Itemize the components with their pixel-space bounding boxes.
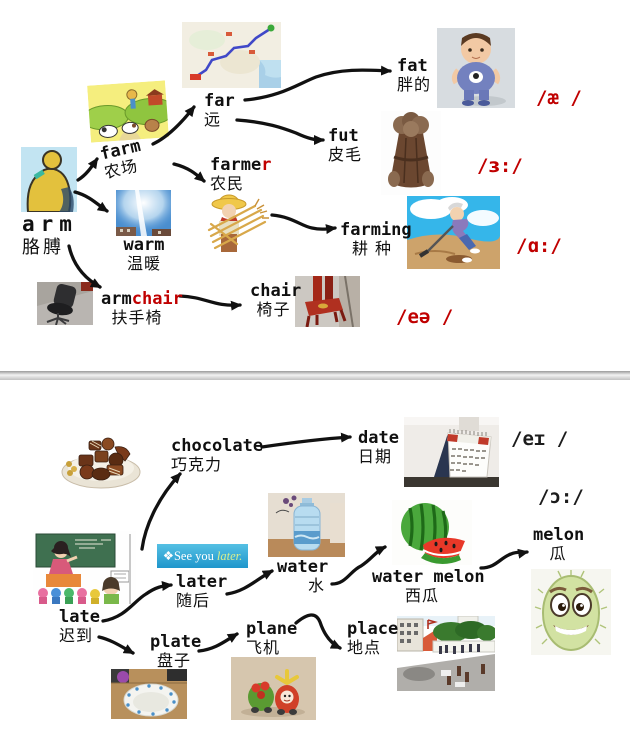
word-farming-zh: 耕 种 — [351, 239, 393, 259]
farming-photo — [407, 196, 500, 269]
phonetic-ar: /ɑ:/ — [516, 235, 562, 257]
section-divider — [0, 371, 630, 380]
farmer-photo — [203, 192, 269, 254]
word-farmer: farmer 农民 — [210, 155, 271, 194]
calendar-photo — [404, 417, 499, 487]
word-chair: chair 椅子 — [250, 281, 302, 320]
farm-photo — [87, 80, 169, 143]
word-armchair-en: armchair — [101, 289, 183, 309]
word-armchair: armchair 扶手椅 — [101, 289, 183, 328]
word-warm-zh: 温暖 — [126, 254, 161, 274]
warm-sky-photo — [116, 190, 171, 236]
word-farming: farming 耕 种 — [340, 220, 412, 259]
word-farmer-en-main: farme — [210, 155, 262, 175]
word-armchair-en-accent: chair — [131, 289, 183, 309]
word-water-en: water — [277, 557, 329, 577]
word-far: far 远 — [204, 91, 235, 130]
office-chair-photo — [37, 282, 93, 325]
word-late: late 迟到 — [59, 607, 100, 646]
word-place-en: place — [347, 619, 399, 639]
word-farm: farm 农场 — [98, 136, 147, 183]
plate-photo — [111, 669, 187, 719]
word-arm-zh: 胳膊 — [22, 236, 64, 258]
banner-text-later: later. — [216, 548, 243, 563]
word-place-zh: 地点 — [347, 638, 382, 658]
water-bottle-photo — [268, 493, 345, 557]
word-fat: fat 胖的 — [397, 56, 431, 95]
red-chair-photo — [295, 276, 360, 327]
word-far-zh: 远 — [204, 110, 222, 130]
word-farmer-zh: 农民 — [210, 174, 245, 194]
word-plate-en: plate — [150, 632, 202, 652]
watermelon-photo — [392, 500, 472, 565]
word-armchair-zh: 扶手椅 — [111, 308, 163, 328]
word-arm-en: arm — [22, 212, 78, 236]
word-chocolate: chocolate 巧克力 — [171, 436, 263, 475]
phonetic-oo: /ɔ:/ — [538, 486, 584, 508]
word-fut-en: fut — [328, 126, 359, 146]
banner-text: ❖See you — [162, 549, 214, 563]
word-water-zh: 水 — [307, 576, 325, 596]
word-date-zh: 日期 — [358, 447, 393, 467]
word-farmer-en-accent: r — [261, 155, 272, 175]
word-chair-en: chair — [250, 281, 302, 301]
word-watermelon: water melon 西瓜 — [372, 567, 485, 606]
word-melon-en: melon — [533, 525, 585, 545]
map-photo — [182, 22, 281, 88]
word-watermelon-en: water melon — [372, 567, 485, 587]
fur-coat-photo — [381, 111, 441, 195]
word-watermelon-zh: 西瓜 — [404, 586, 439, 606]
word-plane: plane 飞机 — [246, 619, 297, 658]
word-melon: melon 瓜 — [533, 525, 585, 564]
word-fut: fut 皮毛 — [328, 126, 362, 165]
word-plane-en: plane — [246, 619, 298, 639]
word-far-en: far — [204, 91, 235, 111]
word-fat-en: fat — [397, 56, 428, 76]
word-date-en: date — [358, 428, 399, 448]
toy-plane-photo — [231, 657, 316, 720]
word-farming-en: farming — [340, 220, 412, 240]
word-later-en: later — [176, 572, 228, 592]
word-fut-zh: 皮毛 — [328, 145, 363, 165]
word-date: date 日期 — [358, 428, 399, 467]
word-melon-zh: 瓜 — [549, 544, 567, 564]
word-chocolate-en: chocolate — [171, 436, 264, 456]
word-later: later 随后 — [176, 572, 227, 611]
chocolate-photo — [59, 432, 142, 492]
word-plate: plate 盘子 — [150, 632, 202, 671]
phonetic-ei: /eɪ / — [511, 428, 569, 450]
phonetic-ae: /æ / — [536, 87, 582, 109]
street-scene-photo — [397, 616, 495, 691]
word-plane-zh: 飞机 — [246, 638, 281, 658]
word-arm: arm 胳膊 — [22, 212, 78, 258]
word-armchair-en-main: arm — [101, 289, 132, 309]
word-warm: warm 温暖 — [118, 235, 170, 274]
word-later-zh: 随后 — [176, 591, 211, 611]
word-chair-zh: 椅子 — [256, 300, 291, 320]
word-farmer-en: farmer — [210, 155, 271, 175]
melon-cartoon-photo — [531, 569, 611, 655]
word-place: place 地点 — [347, 619, 398, 658]
word-late-en: late — [59, 607, 100, 627]
word-warm-en: warm — [123, 235, 165, 255]
word-water: water 水 — [277, 557, 329, 596]
see-you-later-banner: ❖See you later. — [157, 544, 248, 568]
classroom-photo — [33, 531, 136, 604]
fat-boy-photo — [437, 28, 515, 108]
word-fat-zh: 胖的 — [397, 75, 432, 95]
word-late-zh: 迟到 — [59, 626, 94, 646]
phonetic-ea: /eə / — [396, 306, 454, 328]
phonetic-er: /ɜ:/ — [477, 155, 523, 177]
arm-photo — [21, 147, 77, 212]
word-chocolate-zh: 巧克力 — [171, 455, 223, 475]
word-plate-zh: 盘子 — [156, 651, 191, 671]
